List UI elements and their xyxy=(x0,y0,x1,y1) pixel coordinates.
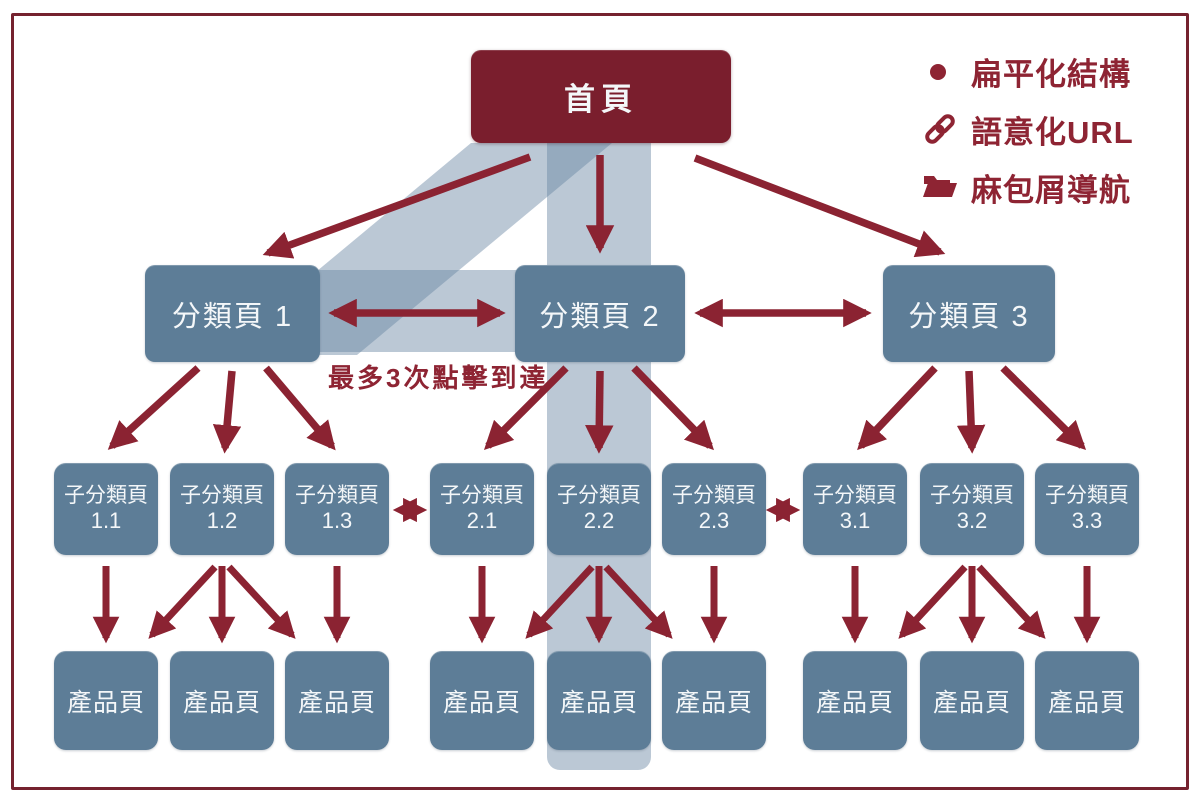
node-subcategory-1-3: 子分類頁 1.3 xyxy=(285,463,389,555)
node-category-3-label: 分類頁 3 xyxy=(908,300,1030,333)
node-subcategory-2-1: 子分類頁 2.1 xyxy=(430,463,534,555)
node-subcategory-1-1: 子分類頁 1.1 xyxy=(54,463,158,555)
folder-icon xyxy=(922,169,958,205)
legend-label: 語意化URL xyxy=(971,114,1134,150)
node-product-2-3: 產品頁 xyxy=(662,651,766,750)
node-subcategory-2-3: 子分類頁 2.3 xyxy=(662,463,766,555)
node-category-3: 分類頁 3 xyxy=(883,265,1055,362)
node-subcategory-3-1: 子分類頁 3.1 xyxy=(803,463,907,555)
node-category-2-label: 分類頁 2 xyxy=(539,300,661,333)
arrow-home-cat3 xyxy=(693,154,946,258)
legend-label: 扁平化結構 xyxy=(971,56,1131,92)
node-subcategory-3-3: 子分類頁 3.3 xyxy=(1035,463,1139,555)
arrow-home-cat1 xyxy=(262,153,532,259)
arrows xyxy=(92,153,1101,644)
node-category-1: 分類頁 1 xyxy=(145,265,320,362)
legend: 扁平化結構 語意化URL 麻包屑導航 xyxy=(922,52,1134,208)
node-product-1-1: 產品頁 xyxy=(54,651,158,750)
node-home-label: 首頁 xyxy=(564,82,638,117)
node-category-2: 分類頁 2 xyxy=(515,265,685,362)
node-product-3-2: 產品頁 xyxy=(920,651,1024,750)
legend-item-semantic-url: 語意化URL xyxy=(922,110,1134,150)
node-product-1-2: 產品頁 xyxy=(170,651,274,750)
node-product-3-3: 產品頁 xyxy=(1035,651,1139,750)
node-product-3-1: 產品頁 xyxy=(803,651,907,750)
legend-label: 麻包屑導航 xyxy=(971,172,1131,208)
node-product-2-2: 產品頁 xyxy=(547,651,651,750)
link-icon xyxy=(922,111,958,147)
node-home: 首頁 xyxy=(471,50,731,143)
bullet-icon xyxy=(922,53,958,89)
node-subcategory-1-2: 子分類頁 1.2 xyxy=(170,463,274,555)
legend-item-flat-structure: 扁平化結構 xyxy=(922,52,1134,92)
node-subcategory-3-2: 子分類頁 3.2 xyxy=(920,463,1024,555)
node-product-2-1: 產品頁 xyxy=(430,651,534,750)
node-category-1-label: 分類頁 1 xyxy=(171,300,294,333)
node-subcategory-2-2: 子分類頁 2.2 xyxy=(547,463,651,555)
max-clicks-annotation: 最多3次點擊到達 xyxy=(328,363,549,393)
node-product-1-3: 產品頁 xyxy=(285,651,389,750)
legend-item-breadcrumb-nav: 麻包屑導航 xyxy=(922,168,1134,208)
